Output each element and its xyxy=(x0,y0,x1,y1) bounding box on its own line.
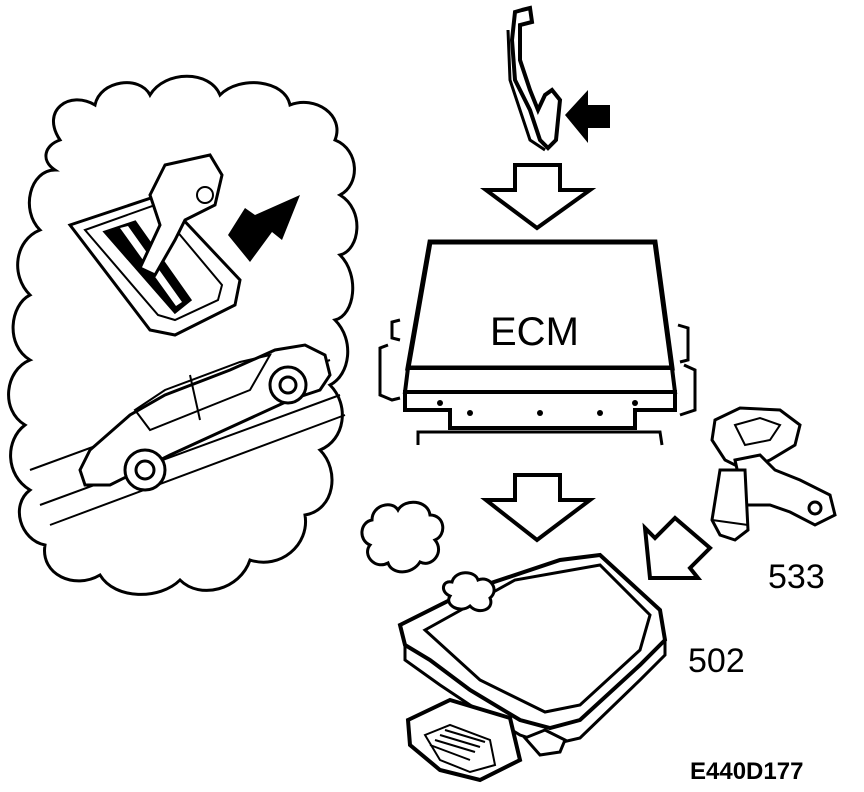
speed-sensor-icon xyxy=(712,408,835,540)
small-cloud-icon xyxy=(443,573,494,611)
filled-arrow-icon xyxy=(228,195,300,262)
filled-arrow-icon xyxy=(565,90,610,143)
outline-arrow-diagonal-icon xyxy=(645,518,710,578)
accelerator-pedal-icon xyxy=(508,8,560,150)
part-number-533: 533 xyxy=(768,558,825,596)
gear-selector-icon xyxy=(70,155,240,335)
figure-id: E440D177 xyxy=(690,758,804,785)
ecm-label: ECM xyxy=(490,310,579,354)
car-on-uphill-icon xyxy=(30,345,345,525)
outline-arrow-down-icon xyxy=(486,165,590,228)
ecm-box-icon xyxy=(380,242,695,445)
thought-cloud-icon xyxy=(9,76,357,594)
small-cloud-icon xyxy=(362,502,443,572)
outline-arrow-down-icon xyxy=(486,475,590,540)
tcm-module-icon xyxy=(400,555,665,780)
part-number-502: 502 xyxy=(688,642,745,680)
